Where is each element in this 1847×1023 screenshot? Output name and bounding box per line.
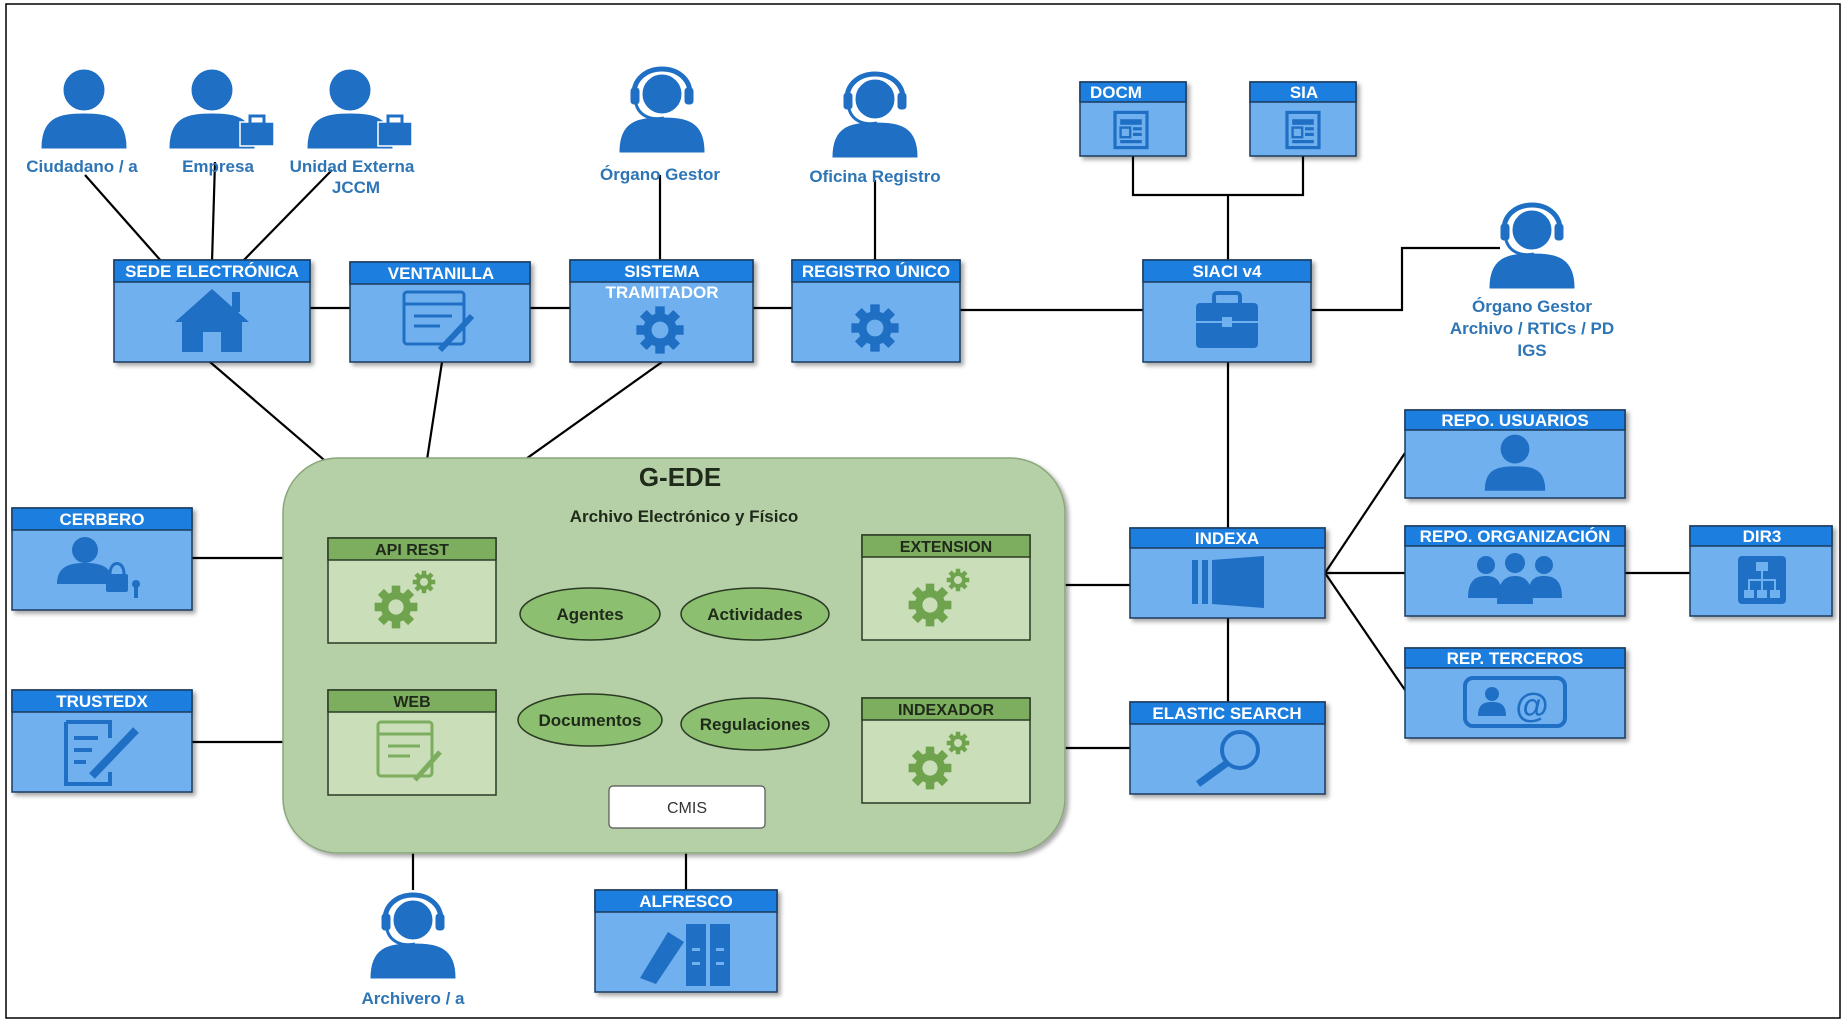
empresa-user-icon — [169, 69, 275, 149]
frame — [5, 3, 1841, 1019]
form-edit-icon — [402, 290, 475, 353]
cerbero-box[interactable] — [11, 507, 193, 611]
trustedx-box[interactable] — [11, 689, 193, 793]
web-component[interactable]: WEB — [327, 689, 497, 796]
unidad-externa-label-line1: Unidad Externa — [290, 157, 415, 176]
gede-subtitle: Archivo Electrónico y Físico — [570, 507, 799, 526]
entity-label: Documentos — [539, 711, 642, 730]
docm-title: DOCM — [1090, 83, 1142, 102]
ciudadano-label: Ciudadano / a — [26, 157, 138, 176]
entity-regulaciones[interactable]: Regulaciones — [680, 697, 830, 751]
sede-title: SEDE ELECTRÓNICA — [125, 262, 299, 281]
sia-title: SIA — [1290, 83, 1318, 102]
briefcase-icon — [1196, 291, 1258, 348]
home-icon — [175, 289, 249, 352]
oficina-registro-headset-icon — [833, 74, 917, 157]
extension-component[interactable]: EXTENSION — [861, 534, 1031, 641]
empresa-label: Empresa — [182, 157, 254, 176]
api-rest-label: API REST — [375, 542, 449, 559]
ventanilla-title: VENTANILLA — [388, 264, 494, 283]
registro-title: REGISTRO ÚNICO — [802, 262, 950, 281]
org-chart-icon — [1738, 556, 1786, 604]
contact-card-icon: @ — [1463, 676, 1567, 728]
trustedx-title: TRUSTEDX — [56, 692, 148, 711]
dir3-title: DIR3 — [1743, 527, 1782, 546]
entity-label: Actividades — [707, 605, 802, 624]
indexador-label: INDEXADOR — [898, 702, 994, 719]
entity-agentes[interactable]: Agentes — [519, 587, 661, 641]
sistema-title-line2: TRAMITADOR — [606, 283, 719, 302]
organo-archivo-label-line2: Archivo / RTICs / PD — [1450, 319, 1614, 338]
sia-box[interactable] — [1249, 81, 1357, 157]
user-lock-icon — [57, 537, 140, 598]
funnel-icon — [1192, 556, 1264, 608]
repo-usuarios-title: REPO. USUARIOS — [1441, 411, 1588, 430]
cerbero-title: CERBERO — [59, 510, 144, 529]
entity-documentos[interactable]: Documentos — [517, 693, 663, 747]
alfresco-title: ALFRESCO — [639, 892, 733, 911]
rep-terceros-box[interactable] — [1404, 647, 1626, 739]
unidad-externa-user-icon — [307, 69, 413, 149]
elastic-title: ELASTIC SEARCH — [1152, 704, 1301, 723]
entity-actividades[interactable]: Actividades — [680, 587, 830, 641]
magnifier-icon — [1195, 730, 1260, 787]
ciudadano-user-icon — [41, 69, 127, 149]
organo-archivo-headset-icon — [1490, 205, 1574, 288]
cmis-box[interactable]: CMIS — [608, 785, 766, 829]
organo-archivo-label-line1: Órgano Gestor — [1472, 297, 1592, 316]
api-rest-component[interactable]: API REST — [327, 537, 497, 644]
sign-document-icon — [64, 720, 139, 786]
binders-icon — [640, 924, 730, 986]
organo-gestor-label: Órgano Gestor — [600, 165, 720, 184]
unidad-externa-label-line2: JCCM — [332, 178, 380, 197]
connectors — [84, 155, 1690, 890]
archivero-label: Archivero / a — [362, 989, 466, 1008]
svg-text:@: @ — [1515, 687, 1548, 725]
extension-label: EXTENSION — [900, 539, 992, 556]
web-label: WEB — [393, 694, 430, 711]
cmis-label: CMIS — [667, 800, 707, 817]
sistema-title-line1: SISTEMA — [624, 262, 700, 281]
repo-organizacion-title: REPO. ORGANIZACIÓN — [1420, 527, 1611, 546]
group-icon — [1468, 553, 1562, 604]
gede-title: G-EDE — [639, 462, 721, 492]
docm-box[interactable] — [1079, 81, 1187, 157]
siaci-title: SIACI v4 — [1193, 262, 1263, 281]
rep-terceros-title: REP. TERCEROS — [1447, 649, 1584, 668]
elastic-search-box[interactable] — [1129, 701, 1326, 795]
indexador-component[interactable]: INDEXADOR — [861, 697, 1031, 804]
form-edit-icon — [376, 720, 442, 782]
oficina-registro-label: Oficina Registro — [809, 167, 940, 186]
sede-electronica-box[interactable] — [113, 259, 311, 363]
organo-gestor-headset-icon — [620, 69, 704, 152]
entity-label: Regulaciones — [700, 715, 811, 734]
archivero-headset-icon — [371, 895, 455, 978]
indexa-title: INDEXA — [1195, 529, 1259, 548]
gede-container: G-EDE Archivo Electrónico y Físico API R… — [282, 457, 1066, 854]
entity-label: Agentes — [556, 605, 623, 624]
organo-archivo-label-line3: IGS — [1517, 341, 1546, 360]
